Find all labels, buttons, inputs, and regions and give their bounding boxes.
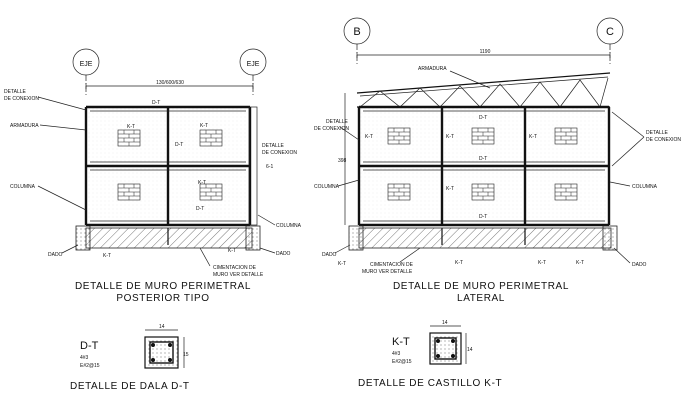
castillo-title: DETALLE DE CASTILLO K-T [358,378,502,389]
label-kt: K-T [455,260,463,266]
axis-marker-left: EJE [72,48,100,95]
label-kt: K-T [576,260,584,266]
label-dt: D-T [152,100,160,106]
label-kt: K-T [529,134,537,140]
label-dt: D-T [479,156,487,162]
label-armadura: ARMADURA [10,123,39,129]
dado-left [75,225,91,251]
axis-marker-c: C [596,17,624,64]
detail-title: DETALLE DE MURO PERIMETRAL [393,281,569,292]
label-ver-detalle: MURO VER DETALLE [213,272,264,278]
label-conexion: DE CONEXION [262,150,297,156]
label-kt: K-T [198,180,206,186]
label-dado: DADO [276,251,291,257]
section-name: D-T [80,340,99,352]
label-dt: D-T [175,142,183,148]
label-armadura: ARMADURA [418,66,447,72]
left-wall-detail: EJE EJE 130/600/630 [4,48,302,304]
dado-right [245,225,261,251]
dado-left [348,225,364,251]
label-kt: K-T [446,186,454,192]
dimension-text: 130/600/630 [156,80,184,86]
label-dt: D-T [479,214,487,220]
castillo-section-detail: K-T 4#3 E#2@15 14 14 DETALLE DE CASTILLO… [358,320,502,389]
label-ver-detalle: MURO VER DETALLE [362,269,413,275]
section-rebar: 4#3 [80,355,89,361]
label-dt: D-T [196,206,204,212]
axis-marker-right: EJE [239,48,267,95]
label-columna: COLUMNA [10,184,36,190]
axis-marker-b: B [343,17,371,64]
label-columna: COLUMNA [276,223,302,229]
armadura-column [248,106,258,226]
label-conexion: DE CONEXION [314,126,349,132]
detail-subtitle: POSTERIOR TIPO [116,293,209,304]
label-columna: COLUMNA [314,184,340,190]
roof-truss [356,72,611,108]
label-conexion: DE CONEXION [646,137,681,143]
section-stirrups: E#2@15 [80,363,100,369]
section-rebar: 4#3 [392,351,401,357]
detail-title: DETALLE DE MURO PERIMETRAL [75,281,251,292]
label-dado: DADO [632,262,647,268]
foundation [85,227,253,249]
dim-width: 14 [159,324,165,330]
dimension-text: 1190 [480,49,491,55]
label-dado: DADO [48,252,63,258]
detail-subtitle: LATERAL [457,293,505,304]
label-cimentacion: CIMENTACION DE [370,262,414,268]
right-wall-detail: B C 1190 ARMADURA [314,17,681,304]
dala-title: DETALLE DE DALA D-T [70,381,190,392]
axis-label: EJE [80,61,93,68]
dim-height: 14 [467,347,473,353]
label-kt: K-T [200,123,208,129]
label-kt: K-T [365,134,373,140]
label-detalle: DETALLE [646,130,669,136]
label-columna: COLUMNA [632,184,658,190]
axis-label: C [606,26,614,38]
label-detalle: DETALLE [4,89,27,95]
dim-height: 15 [183,352,189,358]
dado-right [602,225,618,251]
label-detalle: DETALLE [326,119,349,125]
foundation [358,227,612,249]
label-conexion: DE CONEXION [4,96,39,102]
label-kt: K-T [228,248,236,254]
dim-width: 14 [442,320,448,326]
height-text: 398 [338,158,347,164]
dala-section-detail: D-T 4#3 E#2@15 14 15 DETALLE DE DALA D-T [70,324,190,392]
label-kt: K-T [446,134,454,140]
label-kt: K-T [103,253,111,259]
axis-label: EJE [247,61,260,68]
label-kt: K-T [538,260,546,266]
label-kt: K-T [338,261,346,267]
label-dt: D-T [479,115,487,121]
label-dado: DADO [322,252,337,258]
label-cimentacion: CIMENTACION DE [213,265,257,271]
label-detalle: DETALLE [262,143,285,149]
section-stirrups: E#2@15 [392,359,412,365]
axis-label: B [353,26,360,38]
section-name: K-T [392,336,410,348]
label-kt: K-T [127,124,135,130]
label-dim: 6-1 [266,164,273,170]
